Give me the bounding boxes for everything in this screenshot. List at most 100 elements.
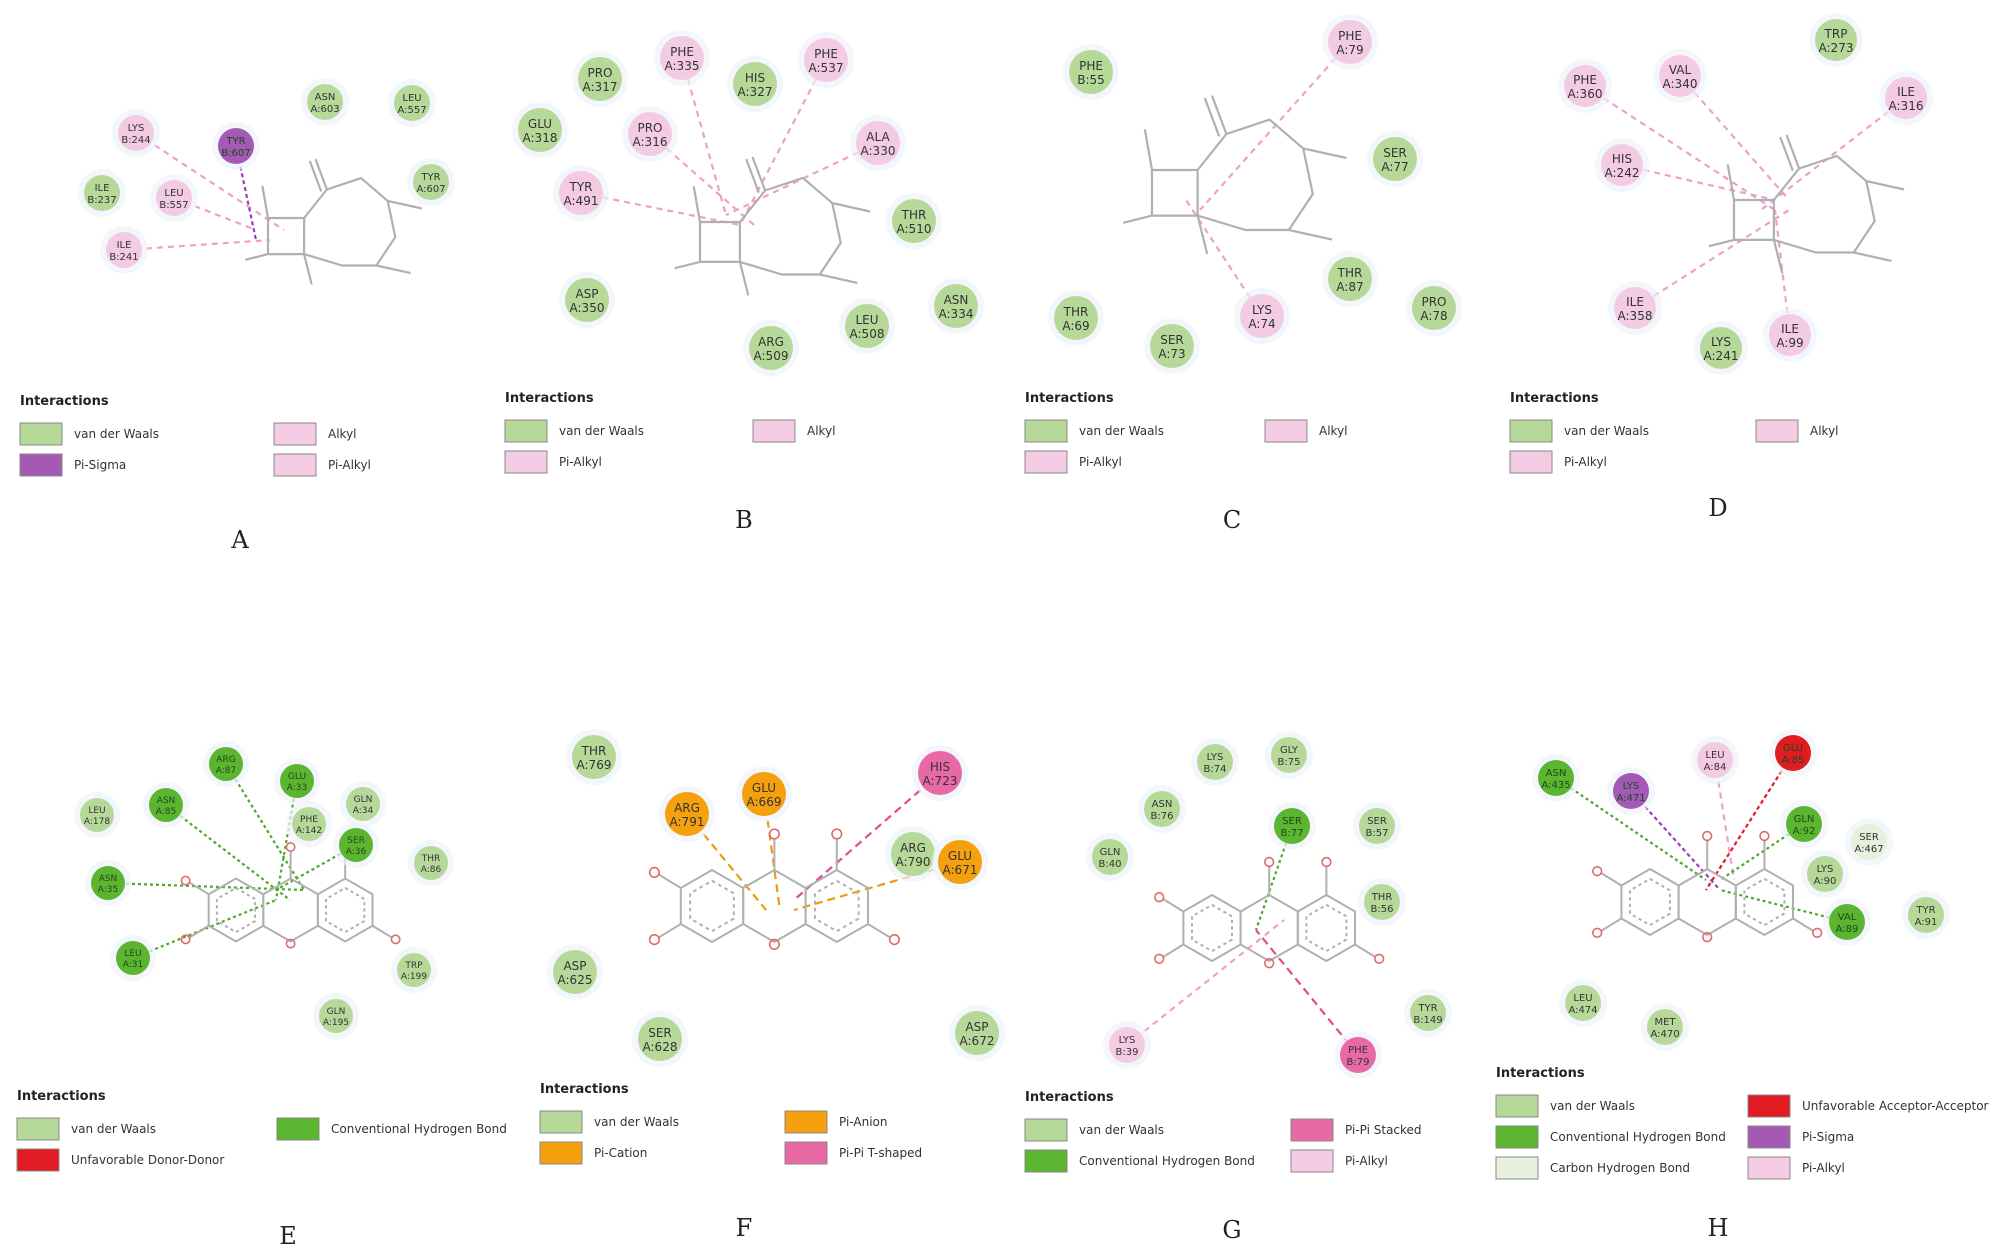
legend-title: Interactions bbox=[1510, 391, 1599, 406]
legend-label: Unfavorable Donor-Donor bbox=[71, 1153, 224, 1167]
residue-circle bbox=[1908, 897, 1944, 933]
residue-name: ILE bbox=[1626, 295, 1644, 309]
residue-name: PRO bbox=[637, 121, 662, 135]
residue-name: GLN bbox=[354, 795, 373, 805]
residue-circle bbox=[1271, 737, 1307, 773]
residue-id: A:73 bbox=[1158, 347, 1185, 361]
residue-circle bbox=[1775, 735, 1811, 771]
legend-label: Pi-Pi Stacked bbox=[1345, 1123, 1422, 1137]
residue-id: A:77 bbox=[1381, 160, 1408, 174]
legend-swatch bbox=[1024, 1118, 1068, 1142]
legend-swatch bbox=[276, 1117, 320, 1141]
residue-id: A:90 bbox=[1814, 876, 1837, 887]
residue-circle bbox=[1364, 884, 1400, 920]
legend-title: Interactions bbox=[1025, 1090, 1114, 1105]
residue-name: ASN bbox=[99, 874, 118, 884]
residue-id: A:671 bbox=[943, 863, 978, 877]
residue-id: A:435 bbox=[1541, 780, 1570, 791]
residue-id: A:241 bbox=[1704, 349, 1739, 363]
residue-circle bbox=[638, 1017, 682, 1061]
residue-name: THR bbox=[901, 208, 927, 222]
residue-circle bbox=[804, 38, 848, 82]
residue-circle bbox=[733, 62, 777, 106]
legend-swatch bbox=[1747, 1094, 1791, 1118]
residue-id: A:78 bbox=[1420, 309, 1447, 323]
residue-name: ILE bbox=[95, 183, 110, 194]
residue-name: ASP bbox=[563, 959, 586, 973]
residue-id: A:92 bbox=[1793, 826, 1816, 837]
legend-swatch bbox=[539, 1110, 583, 1134]
legend-label: Pi-Alkyl bbox=[328, 458, 371, 472]
panel-label-C: C bbox=[1223, 506, 1241, 534]
residue-name: TYR bbox=[569, 180, 593, 194]
legend-label: Alkyl bbox=[1319, 424, 1348, 438]
residue-circle bbox=[934, 284, 978, 328]
residue-id: A:474 bbox=[1568, 1005, 1597, 1016]
residue-circle bbox=[1328, 257, 1372, 301]
residue-id: A:510 bbox=[897, 222, 932, 236]
residue-name: LYS bbox=[1711, 335, 1731, 349]
residue-id: B:56 bbox=[1371, 904, 1394, 915]
residue-name: TYR bbox=[420, 172, 440, 183]
panel-label-D: D bbox=[1708, 494, 1727, 522]
residue-circle bbox=[292, 807, 326, 841]
residue-circle bbox=[1700, 327, 1742, 369]
legend-swatch bbox=[784, 1110, 828, 1134]
residue-circle bbox=[1659, 55, 1701, 97]
residue-name: LYS bbox=[1207, 752, 1224, 763]
residue-name: GLU bbox=[528, 117, 552, 131]
legend-swatch bbox=[19, 453, 63, 477]
interaction-line bbox=[1679, 75, 1790, 201]
legend-swatch bbox=[1290, 1118, 1334, 1142]
legend-swatch bbox=[1747, 1125, 1791, 1149]
legend-label: van der Waals bbox=[1079, 424, 1164, 438]
legend-swatch bbox=[1024, 1149, 1068, 1173]
residue-id: A:672 bbox=[960, 1034, 995, 1048]
interaction-line bbox=[135, 132, 285, 231]
residue-name: LYS bbox=[1817, 864, 1834, 875]
legend-label: van der Waals bbox=[1079, 1123, 1164, 1137]
residue-id: B:557 bbox=[159, 200, 188, 211]
residue-id: A:34 bbox=[353, 806, 374, 816]
ligand-G bbox=[1153, 856, 1385, 969]
residue-name: GLU bbox=[948, 849, 972, 863]
residue-name: HIS bbox=[930, 760, 950, 774]
residue-id: A:79 bbox=[1336, 43, 1363, 57]
residue-id: A:723 bbox=[923, 774, 958, 788]
residue-id: A:327 bbox=[738, 85, 773, 99]
residue-circle bbox=[572, 735, 616, 779]
ligand-F bbox=[648, 828, 901, 950]
residue-circle bbox=[1647, 1009, 1683, 1045]
residue-circle bbox=[1340, 1037, 1376, 1073]
residue-id: A:86 bbox=[421, 865, 442, 875]
legend-label: Pi-Alkyl bbox=[1345, 1154, 1388, 1168]
residue-circle bbox=[106, 232, 142, 268]
residue-id: A:273 bbox=[1819, 41, 1854, 55]
residue-name: LYS bbox=[128, 123, 145, 134]
